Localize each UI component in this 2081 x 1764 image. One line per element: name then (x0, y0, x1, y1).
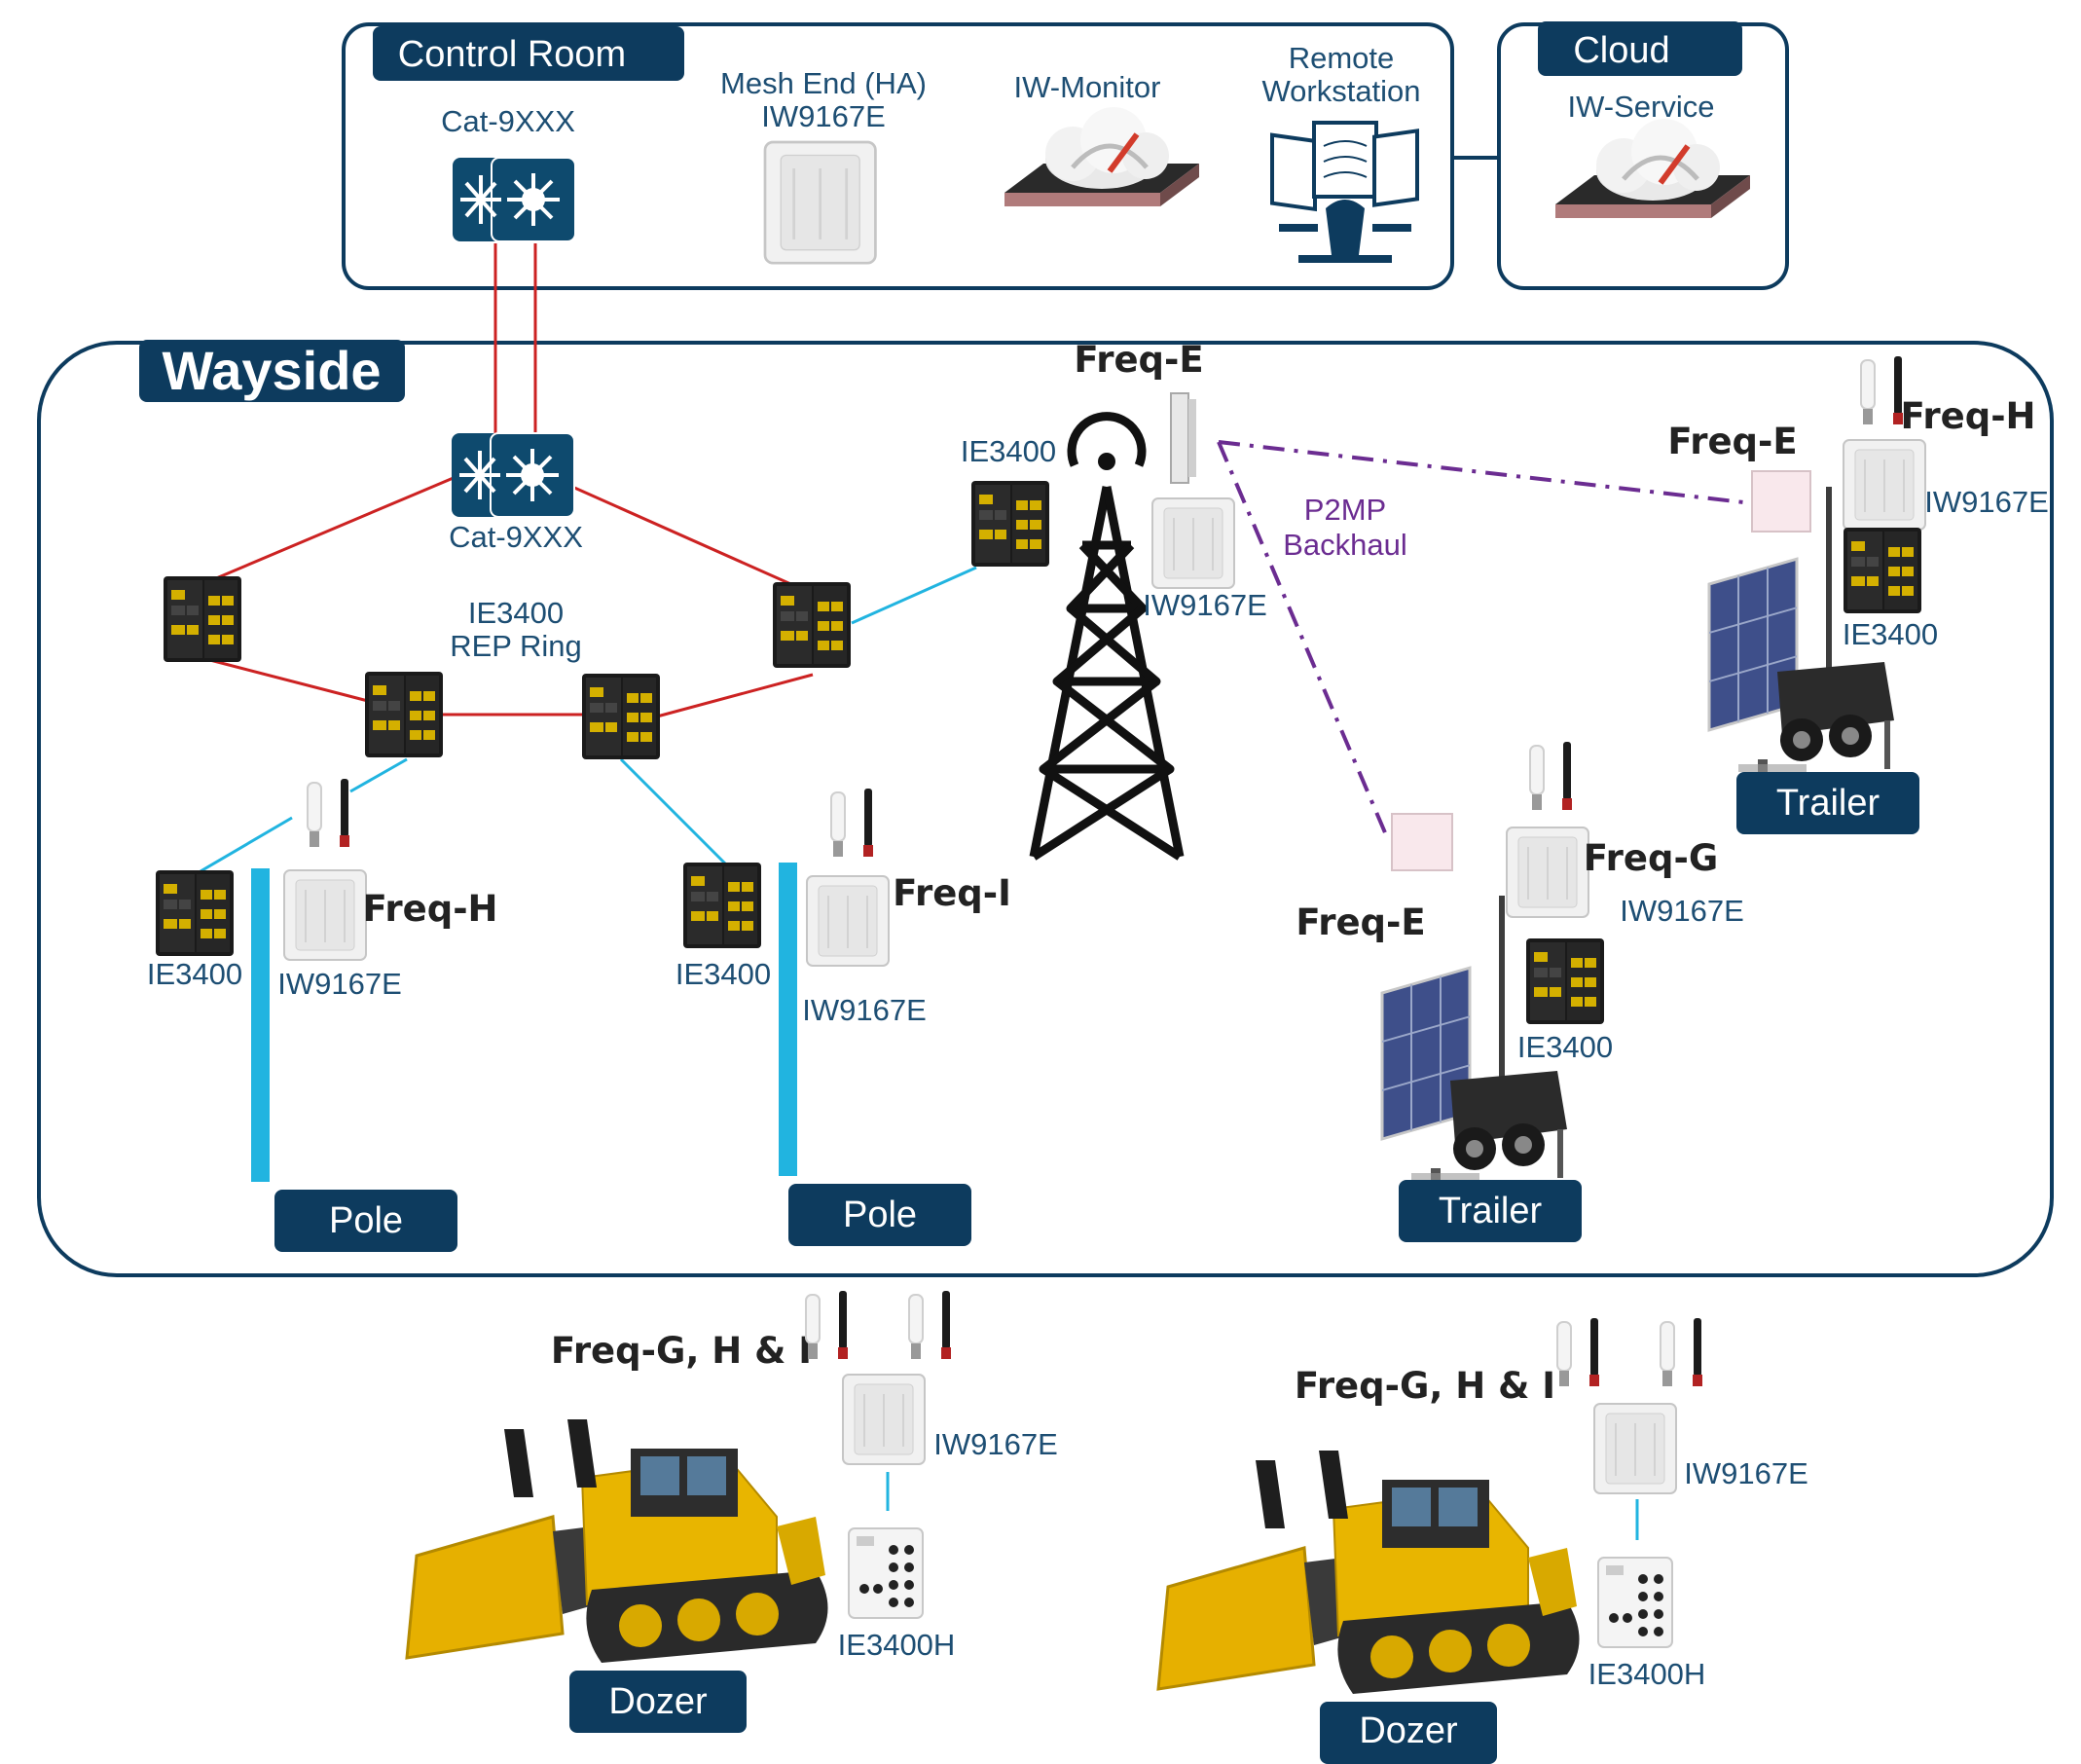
dozer1-radio-label: IW9167E (933, 1427, 1058, 1461)
dozer1-tag-text: Dozer (608, 1681, 708, 1722)
dozer1-switch-icon (848, 1527, 924, 1619)
dozer1-radio-icon (842, 1374, 926, 1465)
ring-switch-bottom-right (582, 674, 660, 759)
dozer1-antennas-right-icon (908, 1290, 952, 1360)
core-switch-label: Cat-9XXX (449, 520, 583, 554)
trailer2-backhaul-antenna-icon (1391, 813, 1453, 871)
dozer2-tag (1320, 1702, 1497, 1764)
tower-radio-label: IW9167E (1143, 588, 1267, 622)
core-switch-icon (450, 431, 576, 519)
tower-switch-icon (971, 481, 1049, 567)
workstation-label-line1: Remote (1289, 41, 1395, 75)
pole1-freq-label: Freq-H (362, 888, 497, 930)
tower-beacon-icon (1098, 453, 1115, 470)
rep-ring-links (201, 475, 814, 718)
wayside-header (139, 340, 405, 402)
cloud-header (1538, 21, 1742, 76)
pole2-freq-label: Freq-I (893, 872, 1011, 914)
trailer1-freq-backhaul: Freq-E (1667, 421, 1797, 462)
dozer2-switch-icon (1597, 1557, 1673, 1648)
pole1-switch-icon (156, 870, 234, 956)
trailer1-tag-text: Trailer (1776, 783, 1880, 824)
wayside-title: Wayside (162, 340, 381, 401)
ring-switch-left (164, 576, 241, 662)
sector-antenna-icon (1170, 392, 1196, 484)
dozer2-radio-label: IW9167E (1684, 1456, 1808, 1490)
trailer2-tag (1399, 1180, 1582, 1242)
control-room-header (373, 26, 684, 81)
workstation-label-line2: Workstation (1261, 74, 1420, 108)
pole1-tag (274, 1190, 457, 1252)
iw-service-label: IW-Service (1567, 90, 1714, 124)
mesh-end-model: IW9167E (761, 99, 886, 133)
mesh-end-label: Mesh End (HA) (720, 66, 927, 100)
tower-radio-icon (1151, 497, 1235, 589)
trailer1-freq-access: Freq-H (1900, 395, 2035, 437)
tower-freq-label: Freq-E (1074, 339, 1203, 381)
trailer2-switch-icon (1526, 938, 1604, 1024)
tower-switch-label: IE3400 (961, 434, 1056, 468)
pole2-tag (788, 1184, 971, 1246)
dozer1-antennas-left-icon (805, 1290, 849, 1360)
pole1-tag-text: Pole (329, 1200, 403, 1241)
cloud-title: Cloud (1573, 30, 1669, 71)
dozer2-icon (1156, 1449, 1581, 1696)
p2mp-label-line2: Backhaul (1283, 528, 1407, 562)
trailer1-switch-icon (1844, 528, 1921, 613)
trailer1-radio-icon (1843, 439, 1926, 531)
dozer2-switch-label: IE3400H (1588, 1657, 1706, 1691)
ring-switch-right (773, 582, 851, 668)
trailer1-tag (1736, 772, 1919, 834)
dozer1-tag (569, 1671, 747, 1733)
dozer1-freq-label: Freq-G, H & I (551, 1330, 812, 1372)
pole2-radio-icon (806, 875, 890, 967)
rep-ring-label-line2: REP Ring (450, 629, 582, 663)
trailer1-radio-label: IW9167E (1924, 485, 2049, 519)
trailer2-freq-backhaul: Freq-E (1296, 901, 1425, 943)
dozer1-switch-label: IE3400H (838, 1628, 956, 1662)
dozer2-antennas-left-icon (1556, 1317, 1600, 1387)
pole2-radio-label: IW9167E (802, 993, 927, 1027)
pole1-radio-label: IW9167E (277, 967, 402, 1001)
pole2-mast (779, 863, 797, 1176)
trailer2-radio-icon (1506, 827, 1589, 918)
rep-ring-label-line1: IE3400 (468, 596, 564, 630)
control-switch-label: Cat-9XXX (441, 104, 575, 138)
p2mp-label-line1: P2MP (1304, 493, 1386, 527)
tower-icon (1029, 412, 1185, 861)
pole2-switch-label: IE3400 (675, 957, 771, 991)
pole2-switch-icon (683, 863, 761, 948)
pole1-mast (251, 868, 270, 1182)
trailer2-freq-access: Freq-G (1584, 837, 1718, 879)
control-room-title: Control Room (398, 34, 626, 75)
trailer2-switch-label: IE3400 (1517, 1030, 1613, 1064)
control-switch-icon (451, 156, 577, 243)
trailer1-backhaul-antenna-icon (1751, 470, 1811, 533)
access-links (200, 566, 977, 873)
ring-switch-bottom-left (365, 672, 443, 757)
dozer2-radio-icon (1593, 1403, 1677, 1494)
dozer2-tag-text: Dozer (1359, 1710, 1458, 1751)
iw-monitor-label: IW-Monitor (1013, 70, 1160, 104)
pole1-radio-icon (283, 869, 367, 961)
pole2-tag-text: Pole (843, 1194, 917, 1235)
trailer2-tag-text: Trailer (1439, 1191, 1543, 1231)
dozer1-icon (405, 1417, 829, 1665)
workstation-icon (1270, 121, 1419, 263)
trailer2-radio-label: IW9167E (1620, 894, 1744, 928)
dozer2-freq-label: Freq-G, H & I (1295, 1365, 1555, 1407)
mesh-end-radio-icon (763, 140, 877, 265)
dozer2-antennas-right-icon (1660, 1317, 1703, 1387)
trailer1-switch-label: IE3400 (1843, 617, 1938, 651)
pole1-switch-label: IE3400 (147, 957, 242, 991)
